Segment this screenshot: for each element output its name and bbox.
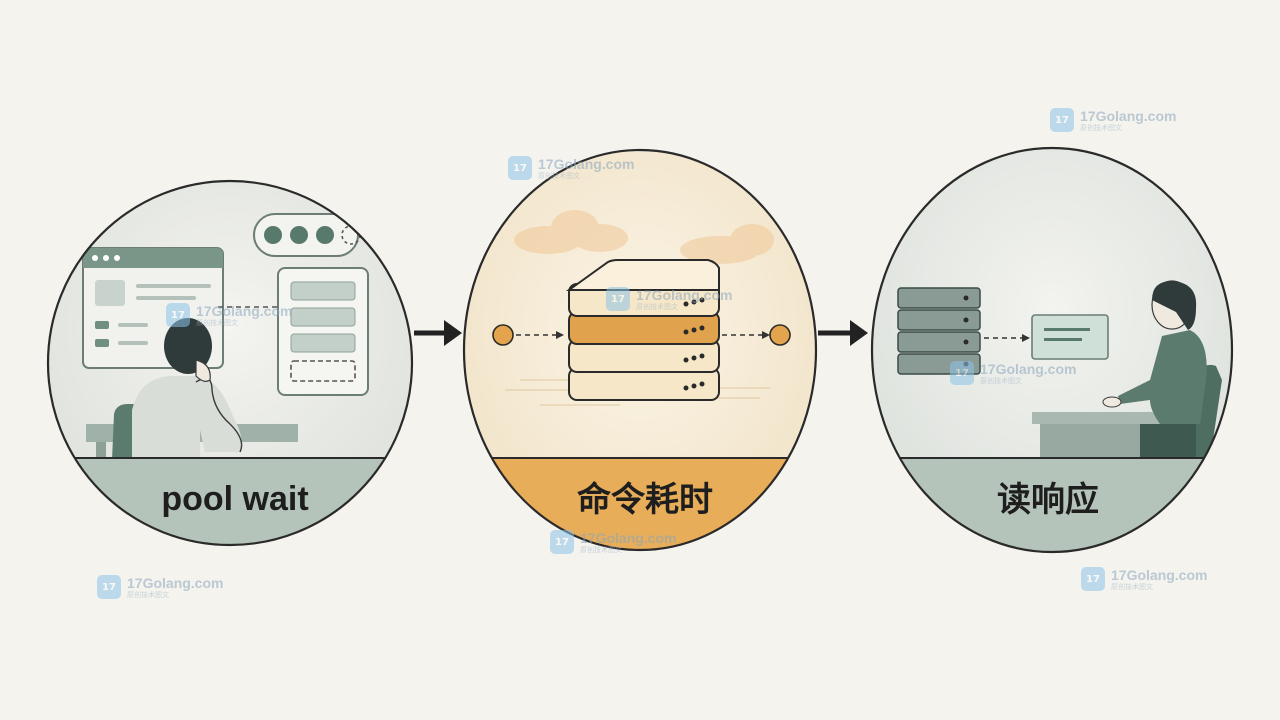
watermark-logo-icon: 17 [1050,108,1074,132]
watermark-logo-icon: 17 [508,156,532,180]
watermark-title: 17Golang.com [1111,566,1208,583]
watermark-subtitle: 原创技术图文 [580,545,622,554]
watermark-subtitle: 原创技术图文 [1080,123,1122,132]
watermark-title: 17Golang.com [580,529,677,546]
connection-pool-indicator [253,213,361,257]
watermark-logo-icon: 17 [166,303,190,327]
stage-read-response: 读响应 [870,146,1234,554]
watermark-title: 17Golang.com [127,574,224,591]
watermark-logo-icon: 17 [1081,567,1105,591]
stage-label-command-time: 命令耗时 [577,480,713,520]
stage-pool-wait: pool wait [46,179,414,547]
queue-list-icon [277,267,369,396]
stage-label-pool-wait: pool wait [161,480,308,518]
reading-person-icon [1102,280,1207,460]
output-node-icon [769,324,791,346]
stage-command-time: 命令耗时 [462,148,818,552]
input-node-icon [492,324,514,346]
cloud-icon [514,210,774,264]
watermark-title: 17Golang.com [196,302,293,319]
watermark-subtitle: 原创技术图文 [127,590,169,599]
watermark-subtitle: 原创技术图文 [980,376,1022,385]
server-stack-icon [565,259,720,401]
watermark-subtitle: 原创技术图文 [1111,582,1153,591]
stage-label-read-response: 读响应 [997,480,1099,520]
watermark-subtitle: 原创技术图文 [636,302,678,311]
watermark-logo-icon: 17 [97,575,121,599]
watermark-title: 17Golang.com [980,360,1077,377]
watermark-subtitle: 原创技术图文 [196,318,238,327]
watermark-title: 17Golang.com [1080,107,1177,124]
watermark-logo-icon: 17 [950,361,974,385]
watermark-title: 17Golang.com [636,286,733,303]
watermark-subtitle: 原创技术图文 [538,171,580,180]
response-message-icon [1031,314,1109,360]
watermark-logo-icon: 17 [550,530,574,554]
flow-arrow-2 [818,320,868,346]
watermark-logo-icon: 17 [606,287,630,311]
waiting-person-icon [132,318,243,470]
watermark-title: 17Golang.com [538,155,635,172]
flow-arrow-1 [414,320,462,346]
